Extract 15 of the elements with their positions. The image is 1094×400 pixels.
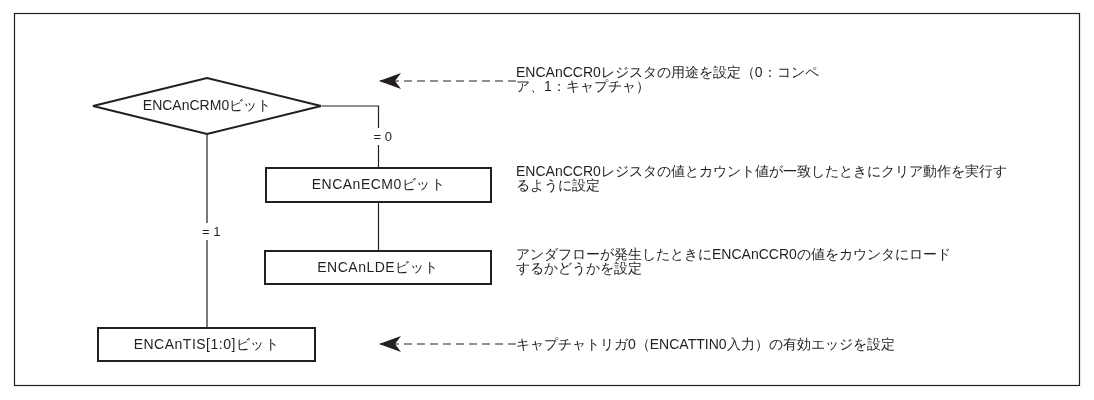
process-box: ENCAnTIS[1:0]ビット [97, 327, 316, 362]
connector-line [377, 202, 380, 251]
description-text: ENCAnCCR0レジスタの用途を設定（0：コンペア、1：キャプチャ） [516, 65, 828, 93]
edge-label: = 0 [371, 128, 394, 145]
arrow [379, 73, 517, 89]
connector-line [321, 105, 380, 168]
arrow [379, 336, 517, 352]
edge-label: = 1 [200, 222, 223, 240]
description-text: キャプチャトリガ0（ENCATTIN0入力）の有効エッジを設定 [516, 337, 1076, 351]
connector-line [206, 134, 208, 328]
process-box: ENCAnLDEビット [264, 250, 492, 285]
process-box: ENCAnECM0ビット [265, 167, 492, 203]
description-text: アンダフローが発生したときにENCAnCCR0の値をカウンタにロードするかどうかを設定 [516, 247, 952, 275]
description-text: ENCAnCCR0レジスタの値とカウント値が一致したときにクリア動作を実行するように設定 [516, 164, 1008, 192]
decision-diamond: ENCAnCRM0ビット [92, 77, 322, 135]
